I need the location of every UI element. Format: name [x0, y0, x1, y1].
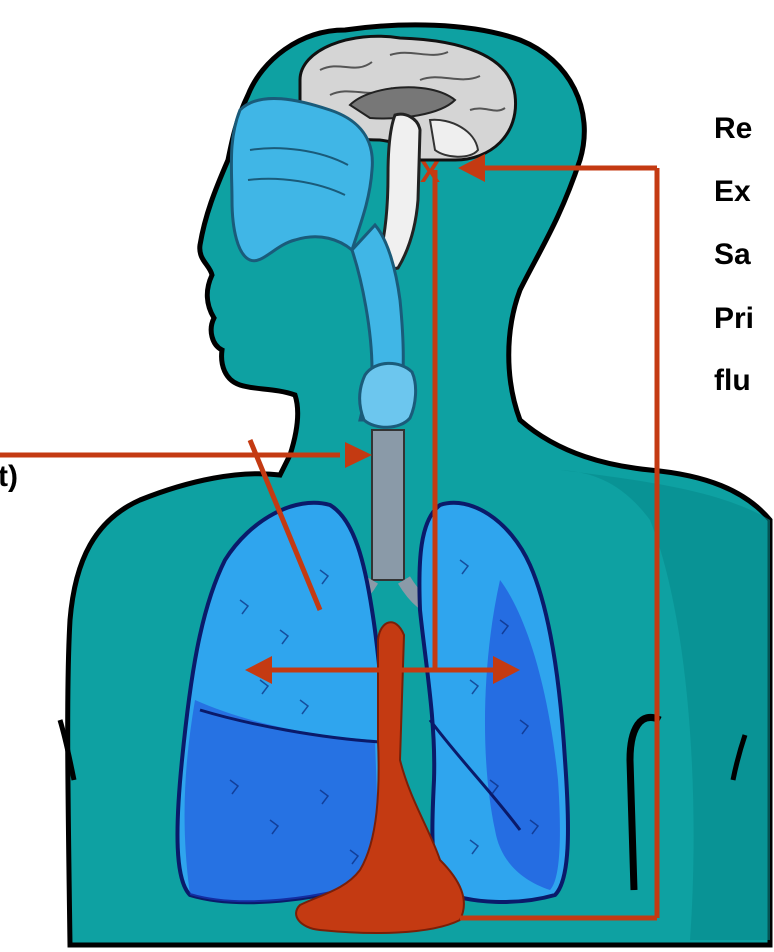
- right-label-5: flu: [714, 364, 751, 398]
- right-label-1: Re: [714, 112, 752, 146]
- right-label-4: Pri: [714, 302, 754, 336]
- left-label-fragment: t): [0, 460, 18, 494]
- right-label-2: Ex: [714, 175, 751, 209]
- right-label-3: Sa: [714, 238, 751, 272]
- trachea: [372, 430, 404, 580]
- larynx: [360, 363, 416, 427]
- brain-target-marker: X: [420, 156, 440, 189]
